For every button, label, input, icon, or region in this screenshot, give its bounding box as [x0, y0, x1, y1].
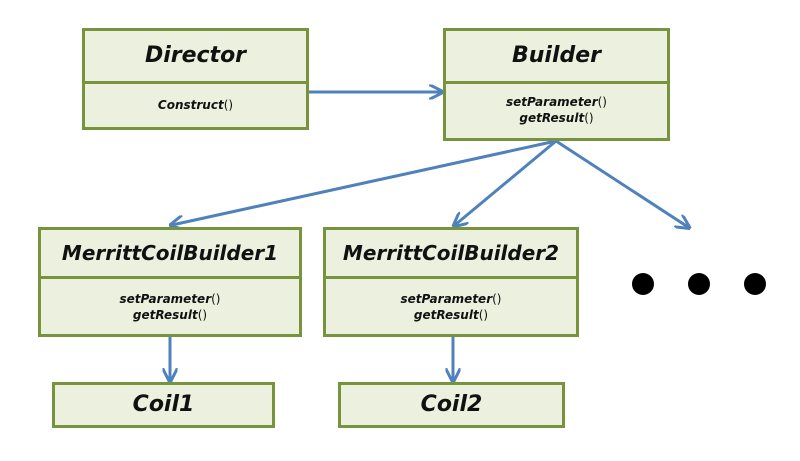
merrittcoilbuilder1-class-box: MerrittCoilBuilder1 setParameter() getRe… [38, 227, 302, 337]
coil2-class-box: Coil2 [338, 382, 565, 428]
director-class-name: Director [144, 43, 247, 68]
builder-class-name: Builder [511, 43, 602, 68]
director-method-construct: Construct() [157, 98, 234, 112]
coil1-class-box: Coil1 [52, 382, 275, 428]
arrow-builder-to-mcb2 [455, 139, 557, 225]
merrittcoilbuilder1-method-getresult: getResult() [132, 308, 208, 322]
arrow-builder-to-more [555, 139, 688, 227]
merrittcoilbuilder2-method-getresult: getResult() [413, 308, 489, 322]
builder-method-setparameter: setParameter() [506, 95, 607, 109]
director-methods: Construct() [85, 81, 306, 127]
builder-methods: setParameter() getResult() [446, 81, 667, 138]
merrittcoilbuilder1-class-name: MerrittCoilBuilder1 [61, 241, 279, 265]
director-class-box: Director Construct() [82, 28, 309, 130]
builder-method-getresult: getResult() [519, 111, 594, 125]
coil1-class-name: Coil1 [132, 392, 195, 417]
coil2-class-name: Coil2 [420, 392, 483, 417]
merrittcoilbuilder2-class-name: MerrittCoilBuilder2 [342, 241, 560, 265]
ellipsis-dot-3 [744, 273, 766, 295]
merrittcoilbuilder2-class-box: MerrittCoilBuilder2 setParameter() getRe… [323, 227, 579, 337]
merrittcoilbuilder1-method-setparameter: setParameter() [119, 292, 221, 306]
builder-class-box: Builder setParameter() getResult() [443, 28, 670, 141]
arrow-builder-to-mcb1 [172, 139, 557, 225]
merrittcoilbuilder1-methods: setParameter() getResult() [41, 276, 299, 334]
merrittcoilbuilder2-methods: setParameter() getResult() [326, 276, 576, 334]
ellipsis-dot-2 [688, 273, 710, 295]
ellipsis-dot-1 [632, 273, 654, 295]
merrittcoilbuilder2-method-setparameter: setParameter() [400, 292, 502, 306]
